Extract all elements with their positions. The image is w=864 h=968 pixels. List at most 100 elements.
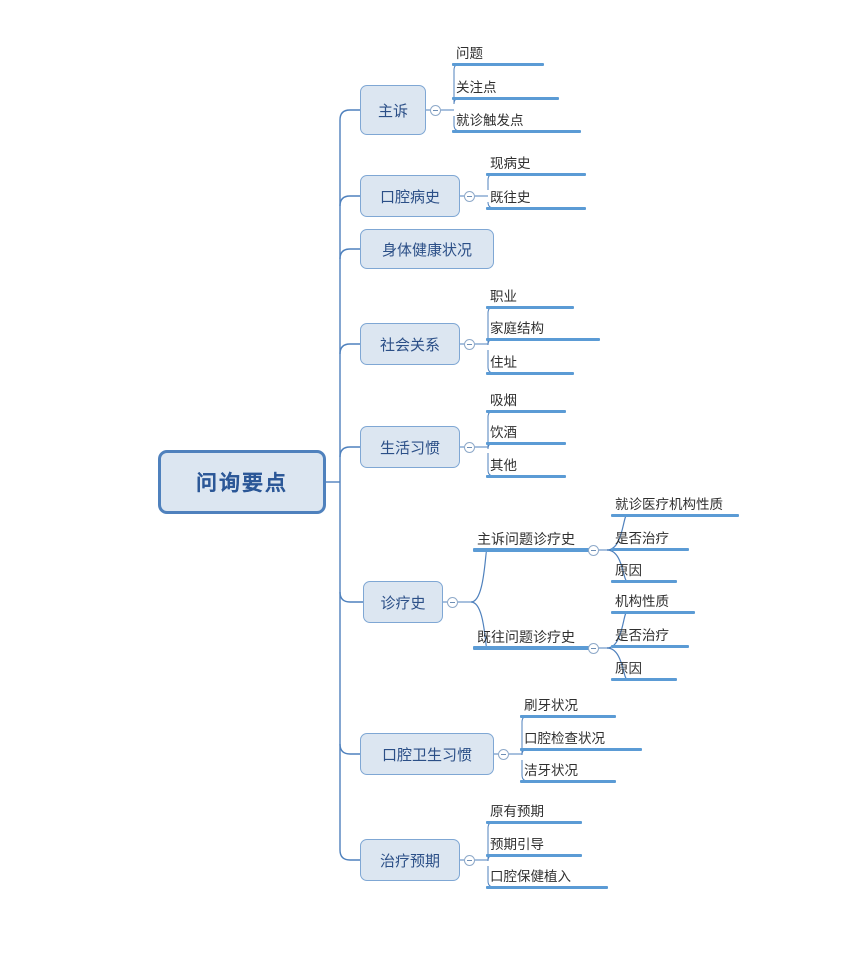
leaf-node-label: 饮酒 (490, 425, 517, 440)
leaf-node-label: 就诊医疗机构性质 (615, 497, 723, 512)
node-underline (611, 548, 689, 551)
leaf-node-label: 其他 (490, 458, 517, 473)
branch-node-4[interactable]: 社会关系 (360, 323, 460, 365)
node-underline (486, 338, 600, 341)
subbranch-node[interactable]: 既往问题诊疗史 (473, 629, 597, 650)
branch-node-3[interactable]: 身体健康状况 (360, 229, 494, 269)
node-underline (611, 611, 695, 614)
leaf-node-label: 家庭结构 (490, 321, 544, 336)
leaf-node-label: 原因 (615, 563, 642, 578)
leaf-node[interactable]: 原因 (611, 661, 677, 681)
leaf-node[interactable]: 既往史 (486, 190, 586, 210)
subbranch-node-label: 主诉问题诊疗史 (477, 531, 575, 547)
collapse-toggle-8[interactable] (464, 855, 475, 866)
leaf-node[interactable]: 原因 (611, 563, 677, 583)
leaf-node[interactable]: 饮酒 (486, 425, 566, 445)
node-underline (611, 580, 677, 583)
leaf-node-label: 是否治疗 (615, 628, 669, 643)
node-underline (486, 854, 582, 857)
node-underline (486, 821, 582, 824)
leaf-node[interactable]: 关注点 (452, 80, 559, 100)
node-underline (473, 548, 597, 552)
leaf-node[interactable]: 问题 (452, 46, 544, 66)
leaf-node-label: 住址 (490, 355, 517, 370)
subbranch-node[interactable]: 主诉问题诊疗史 (473, 531, 597, 552)
leaf-node[interactable]: 职业 (486, 289, 574, 309)
collapse-toggle-sub[interactable] (588, 643, 599, 654)
node-underline (486, 372, 574, 375)
leaf-node-label: 原因 (615, 661, 642, 676)
leaf-node-label: 预期引导 (490, 837, 544, 852)
leaf-node-label: 职业 (490, 289, 517, 304)
leaf-node[interactable]: 是否治疗 (611, 628, 689, 648)
collapse-toggle-4[interactable] (464, 339, 475, 350)
leaf-node-label: 既往史 (490, 190, 531, 205)
leaf-node-label: 机构性质 (615, 594, 669, 609)
branch-node-7[interactable]: 口腔卫生习惯 (360, 733, 494, 775)
leaf-node[interactable]: 现病史 (486, 156, 586, 176)
branch-node-1[interactable]: 主诉 (360, 85, 426, 135)
node-underline (486, 410, 566, 413)
branch-node-label: 诊疗史 (380, 594, 426, 612)
node-underline (452, 97, 559, 100)
leaf-node-label: 就诊触发点 (456, 113, 524, 128)
leaf-node[interactable]: 其他 (486, 458, 566, 478)
leaf-node[interactable]: 就诊医疗机构性质 (611, 497, 739, 517)
leaf-node-label: 洁牙状况 (524, 763, 578, 778)
node-underline (452, 63, 544, 66)
branch-node-label: 口腔病史 (379, 188, 440, 206)
branch-node-label: 主诉 (377, 102, 408, 120)
leaf-node-label: 口腔保健植入 (490, 869, 571, 884)
leaf-node[interactable]: 住址 (486, 355, 574, 375)
leaf-node[interactable]: 是否治疗 (611, 531, 689, 551)
branch-node-label: 生活习惯 (379, 439, 440, 457)
node-underline (520, 748, 642, 751)
node-underline (520, 780, 616, 783)
leaf-node[interactable]: 吸烟 (486, 393, 566, 413)
leaf-node-label: 刷牙状况 (524, 698, 578, 713)
branch-node-label: 身体健康状况 (381, 241, 472, 259)
branch-node-5[interactable]: 生活习惯 (360, 426, 460, 468)
leaf-node-label: 吸烟 (490, 393, 517, 408)
branch-node-label: 口腔卫生习惯 (381, 746, 472, 764)
branch-node-6[interactable]: 诊疗史 (363, 581, 443, 623)
leaf-node[interactable]: 预期引导 (486, 837, 582, 857)
branch-node-2[interactable]: 口腔病史 (360, 175, 460, 217)
leaf-node-label: 现病史 (490, 156, 531, 171)
leaf-node[interactable]: 口腔检查状况 (520, 731, 642, 751)
root-node-label: 问询要点 (196, 472, 288, 495)
leaf-node-label: 问题 (456, 46, 483, 61)
leaf-node[interactable]: 原有预期 (486, 804, 582, 824)
node-underline (486, 173, 586, 176)
branch-node-label: 社会关系 (379, 336, 440, 354)
node-underline (486, 442, 566, 445)
node-underline (486, 207, 586, 210)
node-underline (486, 886, 608, 889)
node-underline (452, 130, 581, 133)
leaf-node-label: 原有预期 (490, 804, 544, 819)
leaf-node-label: 口腔检查状况 (524, 731, 605, 746)
node-underline (486, 475, 566, 478)
collapse-toggle-6[interactable] (447, 597, 458, 608)
collapse-toggle-7[interactable] (498, 749, 509, 760)
leaf-node[interactable]: 就诊触发点 (452, 113, 581, 133)
collapse-toggle-5[interactable] (464, 442, 475, 453)
leaf-node[interactable]: 刷牙状况 (520, 698, 616, 718)
leaf-node[interactable]: 机构性质 (611, 594, 695, 614)
collapse-toggle-sub[interactable] (588, 545, 599, 556)
leaf-node[interactable]: 家庭结构 (486, 321, 600, 341)
leaf-node[interactable]: 口腔保健植入 (486, 869, 608, 889)
leaf-node[interactable]: 洁牙状况 (520, 763, 616, 783)
node-underline (611, 678, 677, 681)
leaf-node-label: 关注点 (456, 80, 497, 95)
node-underline (520, 715, 616, 718)
collapse-toggle-1[interactable] (430, 105, 441, 116)
collapse-toggle-2[interactable] (464, 191, 475, 202)
branch-node-label: 治疗预期 (379, 852, 440, 870)
node-underline (473, 646, 597, 650)
branch-node-8[interactable]: 治疗预期 (360, 839, 460, 881)
node-underline (486, 306, 574, 309)
root-node[interactable]: 问询要点 (158, 450, 326, 514)
